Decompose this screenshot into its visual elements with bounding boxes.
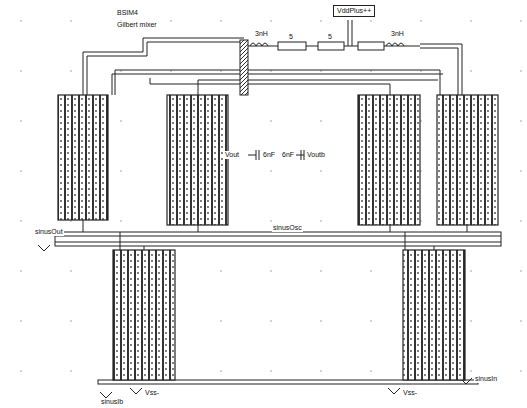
metal-strip <box>240 40 248 95</box>
note-text: Gilbert mixer <box>116 21 158 29</box>
inductor-symbol <box>386 43 404 46</box>
component-value: 5 <box>288 33 294 41</box>
pin-box: VddPlus++ <box>333 5 375 17</box>
note-text: BSIM4 <box>116 9 139 17</box>
component-value: 6nF <box>281 151 295 159</box>
component-value: 3nH <box>254 30 269 38</box>
signal-name: sinusIb <box>100 398 124 406</box>
component-value: Vout <box>224 151 240 159</box>
signal-name: Vss- <box>402 389 418 397</box>
wires <box>38 20 501 398</box>
component-value: 5 <box>327 33 333 41</box>
inductor-symbol <box>250 43 268 46</box>
transistors <box>58 95 498 380</box>
signal-name: Vss- <box>144 389 160 397</box>
signal-name: sinusIn <box>474 375 498 383</box>
component-value: 3nH <box>390 30 405 38</box>
pin-name: VddPlus++ <box>337 7 371 14</box>
signal-name: sinusOsc <box>272 224 303 232</box>
component-value: Voutb <box>306 151 326 159</box>
signal-name: sinusOut <box>34 228 64 236</box>
component-value: 6nF <box>262 151 276 159</box>
resistor-symbols <box>278 42 384 50</box>
